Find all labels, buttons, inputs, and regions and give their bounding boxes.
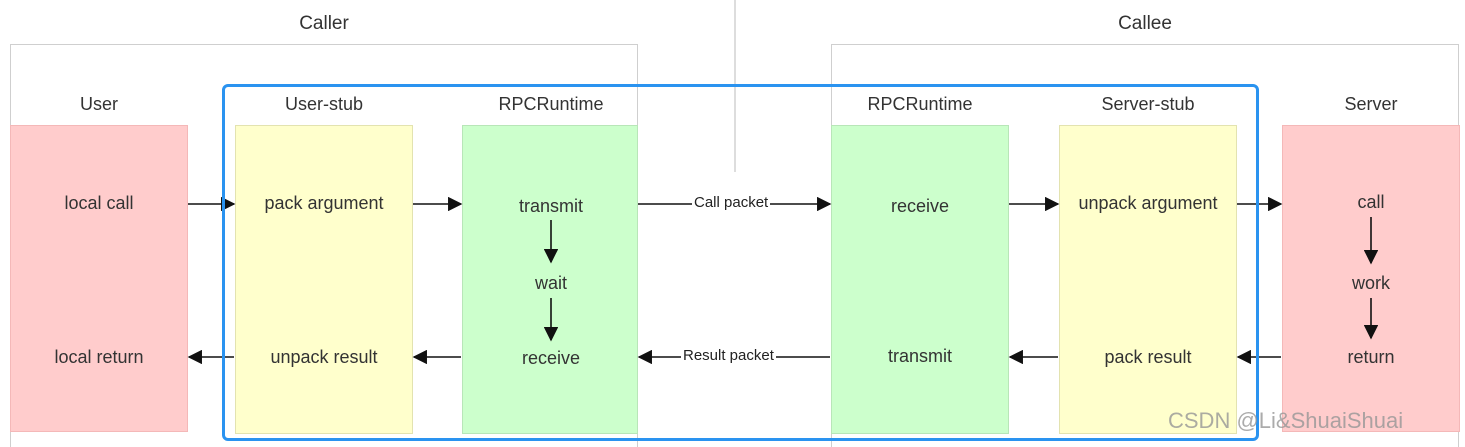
user-stub-column [235,125,413,434]
server-stub-column [1059,125,1237,434]
user-stub-column-title: User-stub [284,94,364,114]
caller-receive-step: receive [521,348,581,368]
server-work-step: work [1351,273,1390,293]
local-call-step: local call [64,193,134,213]
unpack-argument-step: unpack argument [1078,193,1218,213]
user-column [10,125,188,432]
pack-result-step: pack result [1104,347,1192,367]
pack-argument-step: pack argument [264,193,384,213]
callee-receive-step: receive [890,196,950,216]
callee-runtime-column [831,125,1009,434]
server-call-step: call [1357,192,1385,212]
callee-transmit-step: transmit [887,346,952,366]
result-packet-label: Result packet [681,347,776,364]
callee-title: Callee [1118,13,1172,34]
callee-runtime-column-title: RPCRuntime [867,94,973,114]
server-return-step: return [1347,347,1395,367]
server-column [1282,125,1460,432]
caller-title: Caller [299,13,349,34]
caller-wait-step: wait [534,273,567,293]
user-column-title: User [79,94,118,114]
server-stub-column-title: Server-stub [1101,94,1195,114]
watermark-text: CSDN @Li&ShuaiShuai [1168,408,1404,433]
caller-runtime-column-title: RPCRuntime [498,94,604,114]
caller-runtime-column [462,125,638,434]
unpack-result-step: unpack result [270,347,378,367]
caller-transmit-step: transmit [518,196,583,216]
call-packet-label: Call packet [692,194,771,211]
highlight-box [222,84,1259,441]
server-column-title: Server [1344,94,1398,114]
local-return-step: local return [54,347,144,367]
